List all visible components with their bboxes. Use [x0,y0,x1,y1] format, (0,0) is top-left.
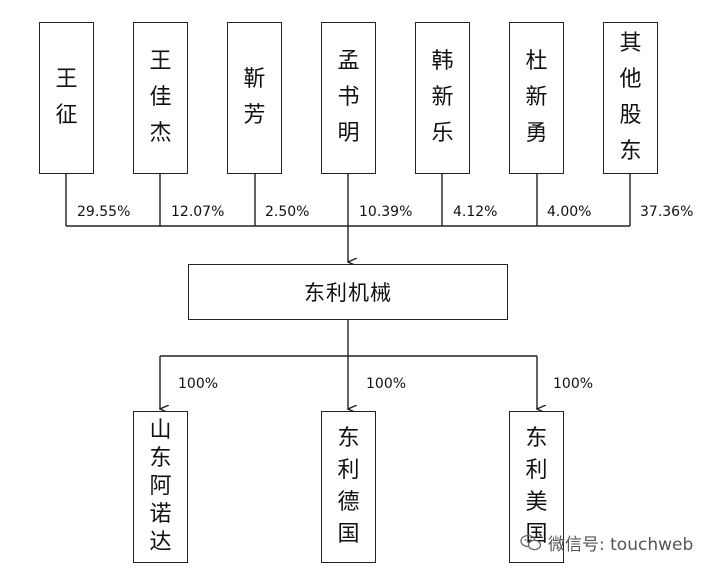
subsidiary-pct-3: 100% [553,376,594,392]
wechat-icon [520,534,542,550]
shareholder-name-7: 其他股东 [619,31,642,164]
watermark-text: 微信号: touchweb [548,535,694,555]
shareholder-name-5: 韩新乐 [431,49,454,146]
subsidiary-pct-1: 100% [178,376,219,392]
shareholder-pct-2: 12.07% [171,204,225,220]
shareholder-pct-4: 10.39% [359,204,413,220]
shareholder-name-4: 孟书明 [337,49,360,146]
company-box: 东利机械 [188,264,508,320]
shareholder-name-3: 靳芳 [243,67,266,128]
shareholder-pct-6: 4.00% [547,204,592,220]
watermark: 微信号: touchweb [520,530,693,555]
shareholder-box-5: 韩新乐 [415,22,470,174]
shareholder-name-1: 王征 [55,67,78,128]
shareholder-pct-5: 4.12% [453,204,498,220]
shareholder-box-2: 王佳杰 [133,22,188,174]
shareholder-box-7: 其他股东 [603,22,658,174]
shareholder-pct-3: 2.50% [265,204,310,220]
subsidiary-pct-2: 100% [366,376,407,392]
subsidiary-box-1: 山东阿诺达 [133,411,188,563]
shareholder-box-1: 王征 [39,22,94,174]
shareholder-box-3: 靳芳 [227,22,282,174]
subsidiary-name-2: 东利德国 [337,426,360,547]
shareholder-name-2: 王佳杰 [149,49,172,146]
shareholder-box-4: 孟书明 [321,22,376,174]
shareholder-pct-1: 29.55% [77,204,131,220]
shareholder-box-6: 杜新勇 [509,22,564,174]
shareholder-name-6: 杜新勇 [525,49,548,146]
shareholder-pct-7: 37.36% [640,204,694,220]
company-name: 东利机械 [304,281,392,305]
subsidiary-name-1: 山东阿诺达 [149,418,172,555]
subsidiary-box-2: 东利德国 [321,411,376,563]
